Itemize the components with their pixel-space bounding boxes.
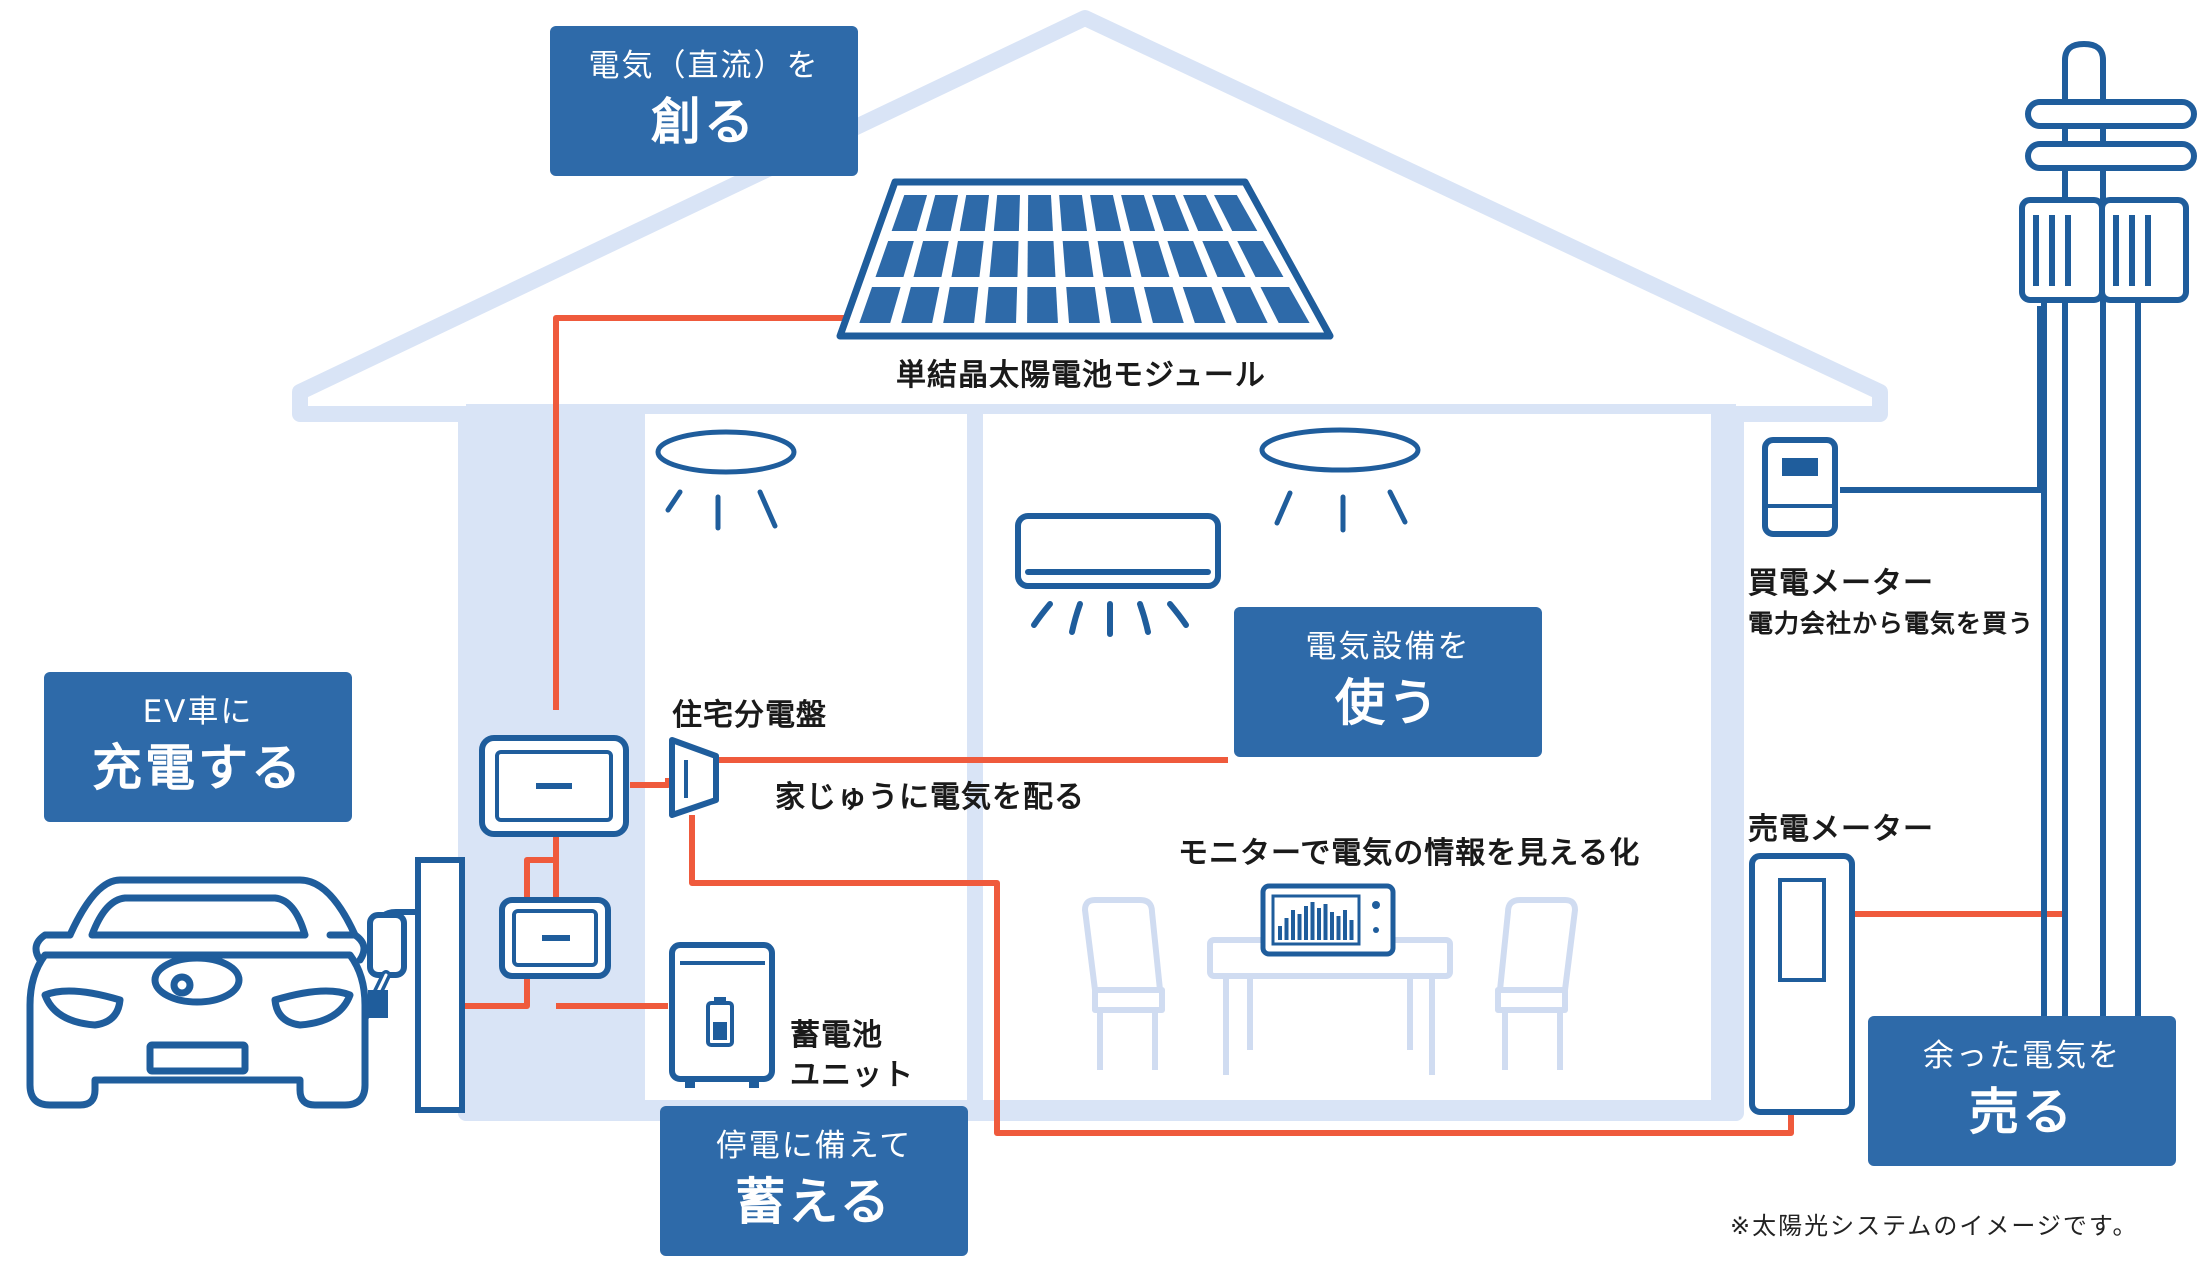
badge-store: 停電に備えて 蓄える — [660, 1106, 968, 1256]
solar-cell — [925, 194, 959, 232]
badge-sell: 余った電気を 売る — [1868, 1016, 2176, 1166]
badge-use: 電気設備を 使う — [1234, 607, 1542, 757]
solar-cell — [1027, 194, 1053, 232]
badge-use-sub: 電気設備を — [1305, 629, 1471, 666]
solar-cell — [989, 240, 1019, 278]
footnote: ※太陽光システムのイメージです。 — [1730, 1212, 2139, 1240]
badge-sell-sub: 余った電気を — [1923, 1038, 2121, 1075]
distribution-desc-label: 家じゅうに電気を配る — [775, 780, 1085, 815]
solar-cell — [959, 194, 990, 232]
badge-create-sub: 電気（直流）を — [588, 48, 820, 85]
solar-module-label: 単結晶太陽電池モジュール — [896, 358, 1266, 393]
solar-cell — [943, 286, 979, 324]
utility-pole-icon — [2019, 41, 2197, 1023]
solar-cell — [891, 194, 928, 232]
solar-cell — [1097, 240, 1132, 278]
solar-cell — [1105, 286, 1142, 324]
ceiling-light-icon — [1259, 427, 1421, 533]
monitor-bar — [1330, 912, 1334, 940]
monitor-bar — [1336, 916, 1341, 940]
buy-meter-label: 買電メーター — [1748, 566, 1934, 601]
solar-cell — [1027, 240, 1056, 278]
solar-cell — [1237, 240, 1284, 278]
solar-cell — [1090, 194, 1122, 232]
solar-cell — [1062, 240, 1094, 278]
solar-cell — [985, 286, 1018, 324]
solar-cell — [1066, 286, 1100, 324]
monitor-bar — [1291, 910, 1295, 940]
monitor-bar — [1310, 902, 1315, 940]
badge-ev-sub: EV車に — [142, 694, 254, 731]
solar-cell — [913, 240, 949, 278]
battery-label-line1: 蓄電池 — [790, 1018, 883, 1053]
monitor-bar — [1323, 904, 1328, 940]
buy-meter-icon — [1762, 437, 1838, 537]
badge-store-sub: 停電に備えて — [715, 1128, 913, 1165]
monitor-bar — [1304, 906, 1308, 940]
monitor-bar — [1349, 920, 1354, 940]
solar-cell — [1221, 286, 1268, 324]
solar-cell — [1027, 286, 1058, 324]
distribution-board-label: 住宅分電盤 — [672, 698, 827, 733]
monitor-label: モニターで電気の情報を見える化 — [1178, 836, 1641, 871]
monitor-bar — [1278, 926, 1282, 940]
badge-ev: EV車に 充電する — [44, 672, 352, 822]
solar-cell — [1143, 286, 1184, 324]
badge-create: 電気（直流）を 創る — [550, 26, 858, 176]
power-conditioner-icon — [479, 735, 629, 837]
solar-cell — [993, 194, 1020, 232]
solar-cell — [1121, 194, 1156, 232]
monitor-bar — [1284, 918, 1289, 940]
monitor-bar — [1343, 910, 1347, 940]
solar-cell — [901, 286, 940, 324]
solar-cell — [1260, 286, 1310, 324]
sell-meter-label: 売電メーター — [1748, 812, 1934, 847]
badge-use-main: 使う — [1335, 674, 1441, 733]
solar-cell — [1182, 286, 1226, 324]
solar-cell — [859, 286, 901, 324]
badge-create-main: 創る — [651, 93, 757, 152]
solar-cell — [875, 240, 914, 278]
battery-unit-icon — [669, 942, 775, 1088]
solar-cell — [1059, 194, 1087, 232]
solar-cell — [1202, 240, 1246, 278]
ev-car-icon — [26, 876, 369, 1109]
ev-charger-controller-icon — [499, 897, 611, 979]
sell-meter-icon — [1749, 853, 1855, 1115]
badge-store-main: 蓄える — [735, 1173, 893, 1232]
solar-cell — [1213, 194, 1258, 232]
buy-meter-desc: 電力会社から電気を買う — [1748, 609, 2035, 638]
solar-cell — [1152, 194, 1190, 232]
monitor-icon — [1260, 883, 1396, 957]
solar-cell — [1132, 240, 1170, 278]
distribution-board-icon — [669, 737, 719, 818]
air-conditioner-icon — [1015, 513, 1221, 637]
solar-cell — [1183, 194, 1224, 232]
monitor-bar — [1317, 908, 1321, 940]
solar-cell — [1167, 240, 1208, 278]
monitor-bar — [1297, 914, 1302, 940]
badge-ev-main: 充電する — [92, 739, 304, 798]
grid-connection — [1840, 306, 2043, 493]
badge-sell-main: 売る — [1969, 1083, 2075, 1142]
solar-cell — [951, 240, 984, 278]
battery-label-line2: ユニット — [790, 1058, 914, 1093]
ceiling-light-icon — [655, 429, 797, 531]
solar-panel-icon — [836, 178, 1334, 340]
